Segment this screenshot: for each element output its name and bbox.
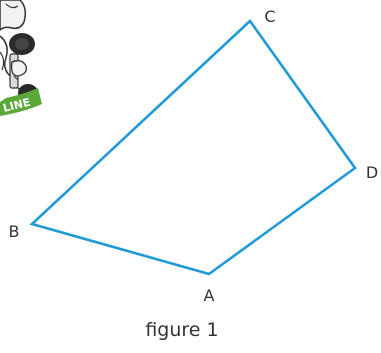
- vertex-label-b: B: [9, 222, 20, 241]
- vertex-label-a: A: [204, 286, 215, 305]
- cartoon-character-lifting-dumbbell-icon: [0, 0, 38, 102]
- vertex-label-c: C: [264, 7, 275, 26]
- figure-caption: figure 1: [145, 319, 218, 341]
- mascot-illustration: LINE: [0, 0, 42, 116]
- quadrilateral-shape: [29, 19, 357, 276]
- badge-ribbon: LINE: [0, 88, 42, 116]
- vertex-label-d: D: [366, 163, 378, 182]
